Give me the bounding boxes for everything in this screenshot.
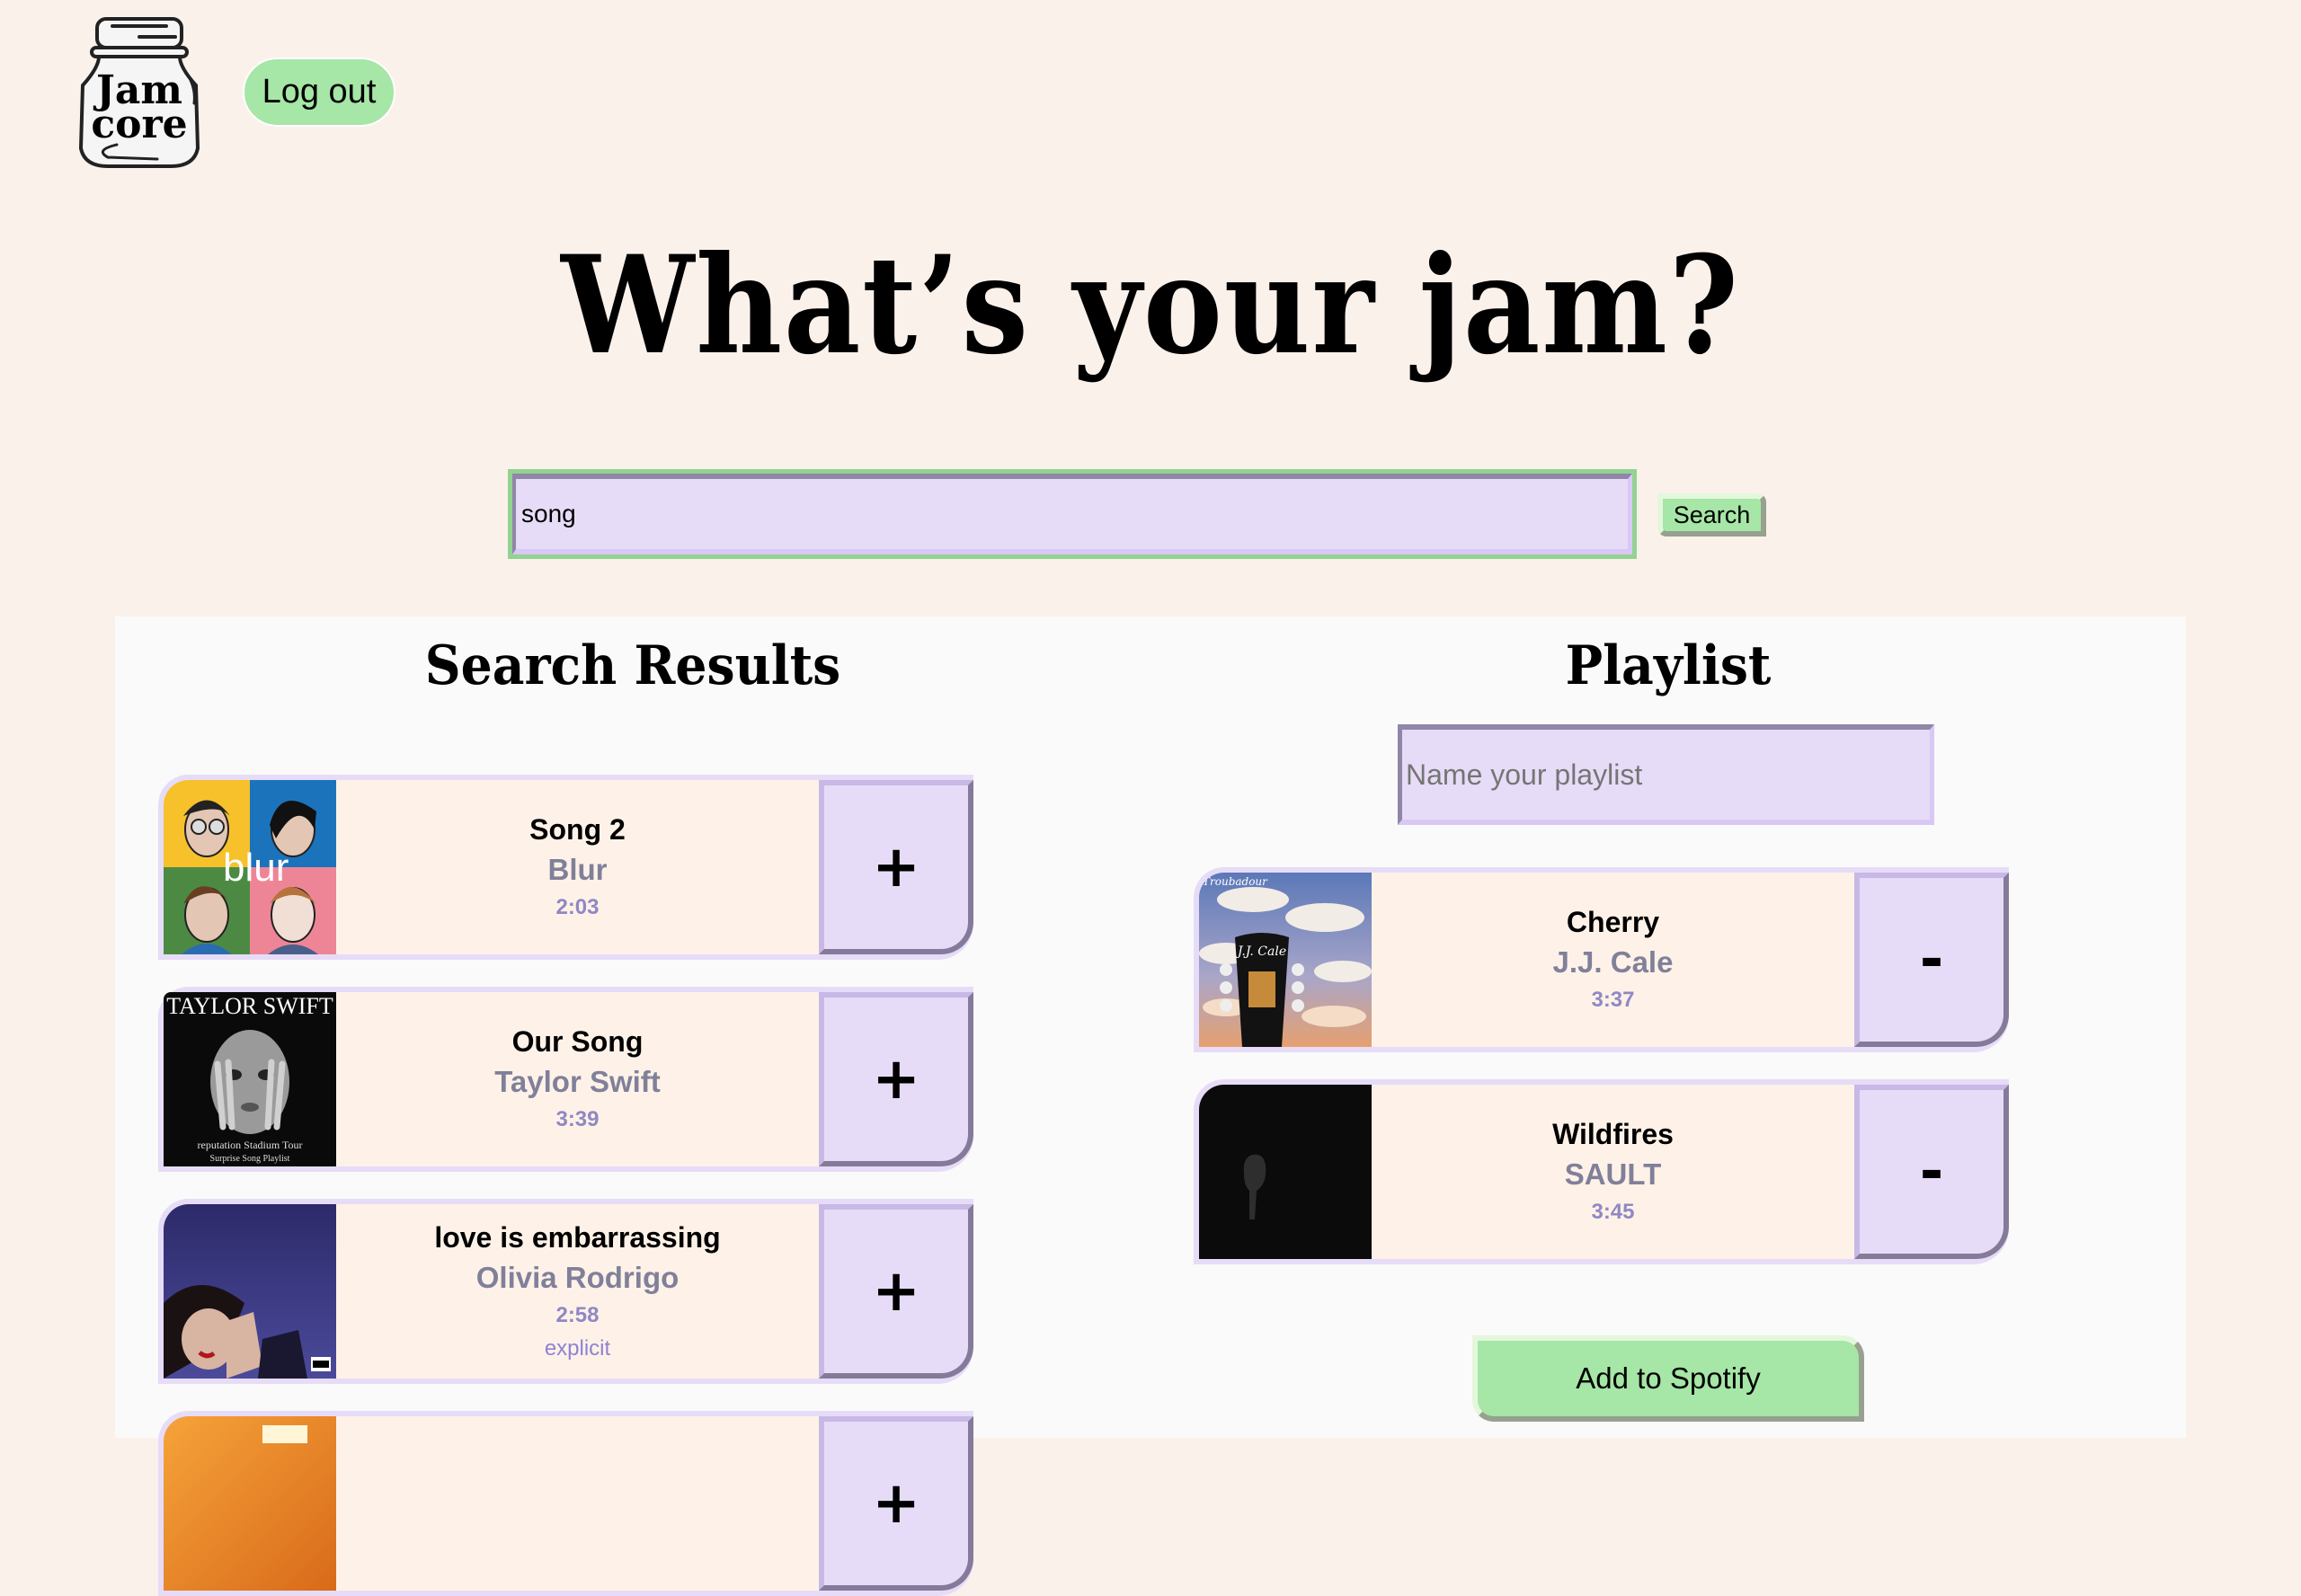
- jamcore-logo: Jam core: [72, 13, 207, 171]
- track-artist: SAULT: [1564, 1157, 1662, 1191]
- search-results-heading: Search Results: [424, 634, 841, 697]
- minus-icon: -: [1919, 927, 1944, 993]
- album-art-olivia-rodrigo: [164, 1204, 336, 1379]
- track-duration: 2:58: [555, 1303, 600, 1327]
- plus-icon: +: [872, 834, 920, 900]
- track-duration: 3:45: [1591, 1200, 1635, 1224]
- album-art-blur: blur: [164, 780, 336, 954]
- playlist-name-input[interactable]: [1398, 724, 1934, 825]
- svg-text:core: core: [91, 102, 187, 147]
- jar-logo-icon: Jam core: [78, 17, 200, 168]
- page-title: What’s your jam?: [561, 226, 1740, 385]
- add-track-button[interactable]: +: [819, 780, 973, 954]
- album-art-taylor-swift: TAYLOR SWIFT reputation Stadium Tour Sur…: [164, 992, 336, 1166]
- track-info: Song 2 Blur 2:03: [336, 780, 819, 954]
- remove-track-button[interactable]: -: [1854, 1085, 2009, 1259]
- svg-text:reputation Stadium Tour: reputation Stadium Tour: [198, 1139, 303, 1151]
- track-info: Cherry J.J. Cale 3:37: [1372, 873, 1854, 1047]
- track-info: love is embarrassing Olivia Rodrigo 2:58…: [336, 1204, 819, 1379]
- track-name: Wildfires: [1552, 1118, 1674, 1150]
- add-to-spotify-button[interactable]: Add to Spotify: [1472, 1335, 1864, 1422]
- search-bar-focus-ring: [508, 469, 1637, 559]
- playlist-track: J.J. Cale Troubadour Cherry J.J. Cale 3:…: [1194, 867, 2009, 1052]
- track-name: Our Song: [511, 1025, 644, 1058]
- album-art-sault: [1199, 1085, 1372, 1259]
- svg-text:TAYLOR SWIFT: TAYLOR SWIFT: [166, 993, 333, 1019]
- track-artist: Blur: [547, 853, 608, 886]
- minus-icon: -: [1919, 1139, 1944, 1205]
- track-duration: 3:39: [555, 1107, 600, 1131]
- add-track-button[interactable]: +: [819, 1416, 973, 1591]
- add-track-button[interactable]: +: [819, 1204, 973, 1379]
- track-info: Our Song Taylor Swift 3:39: [336, 992, 819, 1166]
- track-info: [336, 1416, 819, 1591]
- track-artist: J.J. Cale: [1552, 945, 1674, 979]
- add-track-button[interactable]: +: [819, 992, 973, 1166]
- playlist-track: Wildfires SAULT 3:45 -: [1194, 1079, 2009, 1264]
- track-duration: 2:03: [555, 895, 600, 919]
- plus-icon: +: [872, 1470, 920, 1537]
- svg-text:Surprise Song Playlist: Surprise Song Playlist: [210, 1154, 290, 1164]
- search-result-track: TAYLOR SWIFT reputation Stadium Tour Sur…: [158, 987, 973, 1172]
- search-button[interactable]: Search: [1657, 493, 1766, 536]
- track-name: Song 2: [529, 813, 626, 846]
- explicit-badge: explicit: [544, 1336, 611, 1361]
- track-name: love is embarrassing: [434, 1221, 721, 1254]
- search-result-track: blur Song 2 Blur 2:03 +: [158, 775, 973, 960]
- album-art-jj-cale: J.J. Cale Troubadour: [1199, 873, 1372, 1047]
- svg-text:Troubadour: Troubadour: [1203, 875, 1268, 888]
- remove-track-button[interactable]: -: [1854, 873, 2009, 1047]
- plus-icon: +: [872, 1258, 920, 1325]
- album-art: [164, 1416, 336, 1591]
- search-result-track: +: [158, 1411, 973, 1596]
- track-artist: Taylor Swift: [494, 1065, 661, 1098]
- playlist-heading: Playlist: [1565, 634, 1772, 697]
- svg-text:J.J. Cale: J.J. Cale: [1235, 944, 1286, 959]
- plus-icon: +: [872, 1046, 920, 1113]
- svg-text:blur: blur: [223, 846, 289, 890]
- search-result-track: love is embarrassing Olivia Rodrigo 2:58…: [158, 1199, 973, 1384]
- track-info: Wildfires SAULT 3:45: [1372, 1085, 1854, 1259]
- track-name: Cherry: [1566, 906, 1660, 938]
- search-input[interactable]: [512, 474, 1632, 554]
- svg-text:Jam: Jam: [93, 67, 182, 113]
- track-artist: Olivia Rodrigo: [475, 1261, 680, 1294]
- logout-button[interactable]: Log out: [243, 58, 395, 127]
- track-duration: 3:37: [1591, 988, 1635, 1012]
